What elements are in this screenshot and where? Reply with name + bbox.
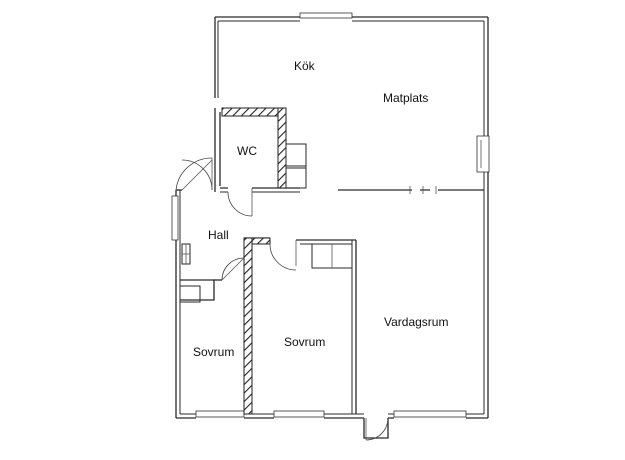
wc-fixture-upper [285,143,307,169]
room-label-kitchen: Kök [294,59,316,73]
room-label-wc: WC [237,144,257,158]
room-label-living: Vardagsrum [384,315,448,329]
room-label-hall: Hall [208,228,229,242]
doors [175,157,389,441]
room-label-bedroom-middle: Sovrum [284,335,325,349]
window-hall [171,195,179,241]
window-living [393,410,467,418]
fixtures [179,143,353,303]
room-label-bedroom-left: Sovrum [193,345,234,359]
window-right [476,135,490,173]
hatched-walls [221,107,287,415]
outer-walls [175,16,489,419]
wc-right-hatch [277,107,287,189]
wc-fixture-lower [285,165,307,189]
hall-stub-hatch [251,237,271,245]
wc-top-hatch [221,107,287,117]
room-label-dining: Matplats [383,91,428,105]
wardrobe-left [179,285,201,303]
bedroom-divider-hatch [243,237,253,415]
window-kitchen [299,12,353,19]
window-bedroom-left [195,410,245,418]
window-bedroom-middle [273,410,325,418]
interior-walls [176,112,484,439]
